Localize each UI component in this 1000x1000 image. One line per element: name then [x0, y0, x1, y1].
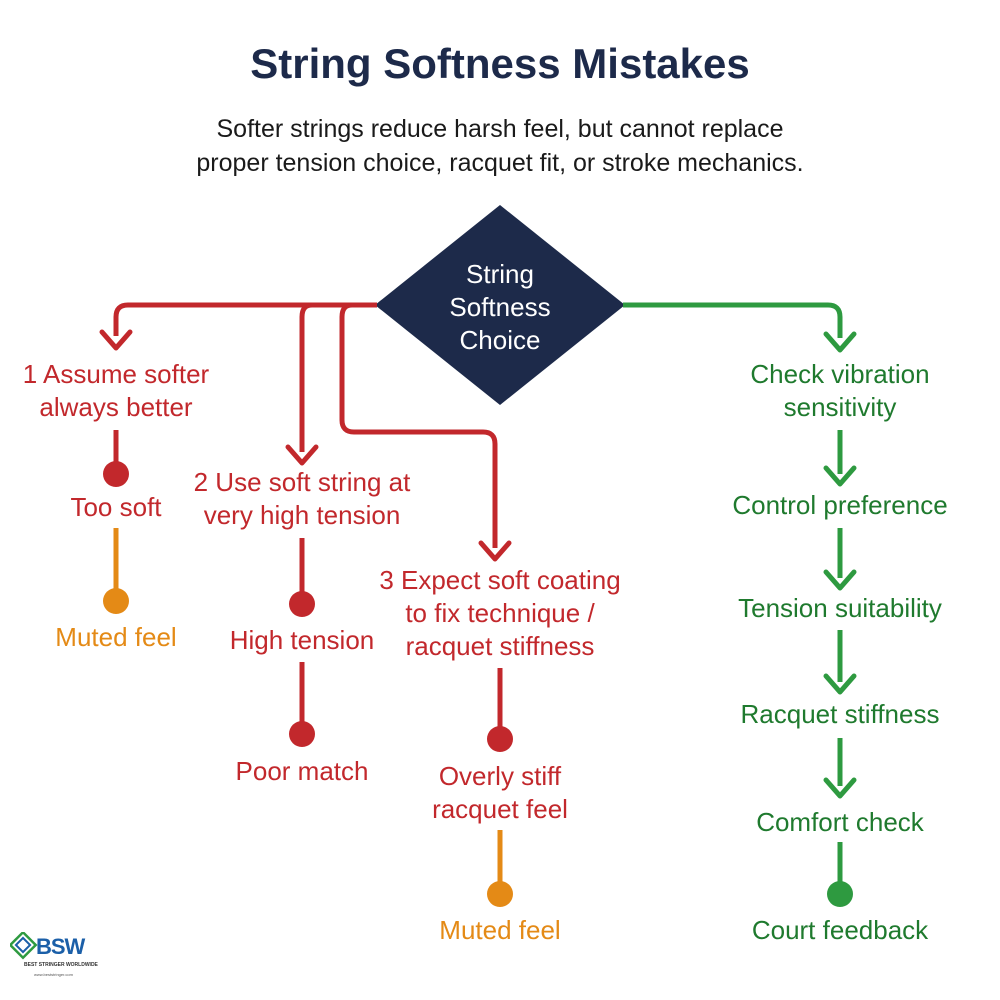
arrowhead-mistake-1: [99, 329, 133, 351]
bsw-logo: BSW BEST STRINGER WORLDWIDE www.beststri…: [10, 930, 98, 992]
connector-mistake-1: [113, 302, 377, 336]
good-step-5: Comfort check: [756, 807, 924, 837]
mistake-3-step-1: Overly stiff racquet feel: [400, 760, 600, 826]
mistake-1-step-2: Muted feel: [55, 622, 177, 652]
mistake-3-step-1-line-1: Overly stiff: [438, 761, 562, 791]
mistake-2-heading-line-2: very high tension: [203, 500, 401, 530]
arrowhead-good-path: [823, 331, 857, 353]
arrowhead-mistake-3: [478, 540, 512, 562]
page-title: String Softness Mistakes: [250, 40, 750, 87]
good-arrow-4-head: [823, 777, 857, 799]
center-line-3: Choice: [459, 325, 541, 355]
mistake-3-heading-line-1: 3 Expect soft coating: [379, 565, 621, 595]
logo-url: www.beststringer.com: [34, 972, 73, 977]
node-m3-overly-stiff: [487, 726, 513, 752]
logo-tagline: BEST STRINGER WORLDWIDE: [24, 962, 98, 968]
page-subtitle: Softer strings reduce harsh feel, but ca…: [100, 112, 900, 180]
good-step-6: Court feedback: [751, 915, 929, 945]
good-arrow-1-head: [823, 465, 857, 487]
good-arrow-3-head: [823, 673, 857, 695]
center-diamond: [375, 205, 625, 405]
node-m1-too-soft: [103, 461, 129, 487]
mistake-2-heading: 2 Use soft string at very high tension: [177, 466, 427, 532]
arrowhead-mistake-2: [285, 444, 319, 466]
mistake-2-heading-line-1: 2 Use soft string at: [193, 467, 411, 497]
good-step-1: Check vibration sensitivity: [720, 358, 960, 424]
good-step-1-line-2: sensitivity: [783, 392, 897, 422]
subtitle-line-1: Softer strings reduce harsh feel, but ca…: [216, 115, 784, 143]
good-step-4: Racquet stiffness: [740, 699, 940, 729]
node-m1-muted: [103, 588, 129, 614]
mistake-3-step-1-line-2: racquet feel: [432, 794, 568, 824]
node-m2-poor-match: [289, 721, 315, 747]
mistake-1-heading-line-1: 1 Assume softer: [22, 359, 210, 389]
node-court-feedback: [827, 881, 853, 907]
node-m2-high-tension: [289, 591, 315, 617]
center-diamond-label: String Softness Choice: [420, 258, 580, 357]
subtitle-line-2: proper tension choice, racquet fit, or s…: [196, 149, 804, 177]
connector-good-path: [623, 302, 843, 338]
good-step-1-line-1: Check vibration: [750, 359, 930, 389]
node-m3-muted: [487, 881, 513, 907]
logo-letters: BSW: [36, 934, 85, 959]
good-step-3: Tension suitability: [738, 593, 942, 623]
mistake-3-step-2: Muted feel: [439, 915, 561, 945]
connector-mistake-3: [339, 302, 498, 548]
mistake-3-heading-line-3: racquet stiffness: [405, 631, 595, 661]
good-step-2: Control preference: [732, 490, 948, 520]
mistake-2-step-1: High tension: [229, 625, 375, 655]
good-arrow-2-head: [823, 569, 857, 591]
mistake-1-heading: 1 Assume softer always better: [16, 358, 216, 424]
mistake-1-heading-line-2: always better: [39, 392, 193, 422]
mistake-1-step-1: Too soft: [70, 492, 162, 522]
center-line-2: Softness: [449, 292, 551, 322]
logo-racquet-icon: [10, 932, 38, 960]
center-line-1: String: [466, 259, 534, 289]
connector-mistake-2: [299, 302, 313, 452]
mistake-3-heading: 3 Expect soft coating to fix technique /…: [362, 564, 638, 663]
mistake-2-step-2: Poor match: [235, 756, 369, 786]
mistake-3-heading-line-2: to fix technique /: [405, 598, 595, 628]
